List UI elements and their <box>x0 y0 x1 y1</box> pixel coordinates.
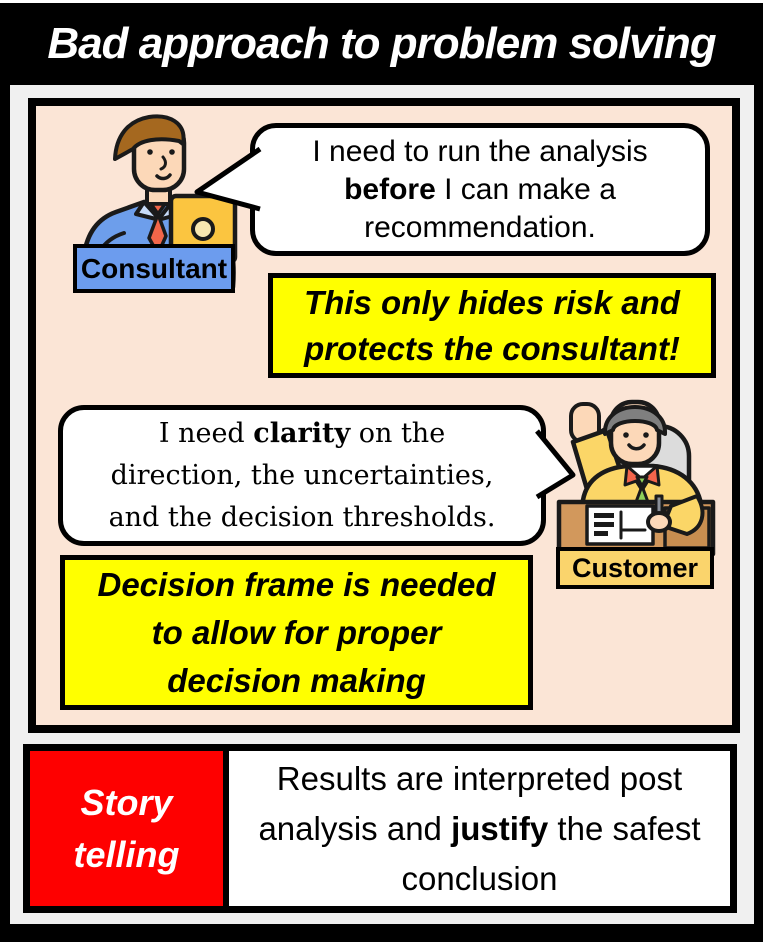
decision-frame-callout: Decision frame is needed to allow for pr… <box>60 555 533 710</box>
customer-writing-hand <box>646 511 672 533</box>
consultant-nose <box>159 155 167 171</box>
speech-bold-word: clarity <box>253 417 351 449</box>
title-bar: Bad approach to problem solving <box>0 3 763 85</box>
customer-speech-text: I need clarity on the direction, the unc… <box>109 413 496 539</box>
risk-callout: This only hides risk and protects the co… <box>268 273 716 378</box>
description-bold-word: justify <box>451 809 549 847</box>
frame-right <box>754 0 763 942</box>
speech-line-post: on the <box>350 417 446 449</box>
callout-line: Decision frame is needed <box>97 565 496 603</box>
customer-label-text: Customer <box>571 552 699 583</box>
consultant-mouth <box>155 173 172 181</box>
document-line <box>594 522 614 527</box>
consultant-speech-text: I need to run the analysis before I can … <box>312 133 647 247</box>
consultant-collar-left <box>134 200 162 222</box>
story-telling-cell: Story telling <box>30 751 229 906</box>
speech-line: before I can make a <box>312 171 647 209</box>
story-telling-line: telling <box>73 833 180 875</box>
document-line <box>594 531 608 536</box>
consultant-label-text: Consultant <box>80 252 228 284</box>
consultant-eye-right <box>169 149 175 155</box>
consultant-laptop-logo <box>191 217 215 241</box>
customer-speech-bubble: I need clarity on the direction, the unc… <box>58 405 576 546</box>
main-panel: Consultant I need to run the analysis be… <box>28 98 740 733</box>
top-white-strip <box>0 0 763 3</box>
speech-bubble-tail-right <box>535 429 576 500</box>
frame-left <box>0 0 10 942</box>
speech-line: I need to run the analysis <box>312 134 648 168</box>
customer-eye-right <box>643 432 649 438</box>
speech-line: and the decision thresholds. <box>108 501 496 533</box>
consultant-eye-left <box>147 149 153 155</box>
speech-line: recommendation. <box>364 210 596 244</box>
speech-line-rest: I can make a <box>435 172 616 206</box>
frame-bottom <box>0 924 763 942</box>
customer-eye-left <box>623 432 629 438</box>
consultant-tie-knot <box>149 202 167 216</box>
description-line: Results are interpreted post <box>276 759 683 797</box>
footer-panel: Story telling Results are interpreted po… <box>23 744 737 913</box>
consultant-label: Consultant <box>73 244 235 293</box>
customer-hair <box>602 405 668 436</box>
description-line: conclusion <box>401 859 558 897</box>
consultant-speech-bubble: I need to run the analysis before I can … <box>194 123 710 256</box>
slide-title: Bad approach to problem solving <box>47 19 716 68</box>
speech-line-pre: I need <box>158 417 254 449</box>
description-line-post: the safest <box>548 809 701 847</box>
callout-line: protects the consultant! <box>304 329 680 367</box>
callout-line: to allow for proper <box>151 613 442 651</box>
customer-label: Customer <box>556 547 714 589</box>
document-line <box>594 513 614 518</box>
speech-bold-word: before <box>344 172 436 206</box>
speech-line: I need clarity on the <box>109 413 496 455</box>
document-divider <box>619 510 647 540</box>
description-line: analysis and justify the safest <box>258 804 700 854</box>
customer-tie-knot <box>635 475 649 488</box>
callout-line: decision making <box>167 661 426 699</box>
speech-line: direction, the uncertainties, <box>110 459 494 491</box>
customer-mouth <box>627 443 646 451</box>
footer-description-cell: Results are interpreted post analysis an… <box>229 751 730 906</box>
callout-line: This only hides risk and <box>304 283 680 321</box>
description-line-pre: analysis and <box>258 809 452 847</box>
story-telling-line: Story <box>80 781 173 823</box>
consultant-hair <box>113 114 186 161</box>
speech-bubble-tail-left <box>194 146 262 212</box>
